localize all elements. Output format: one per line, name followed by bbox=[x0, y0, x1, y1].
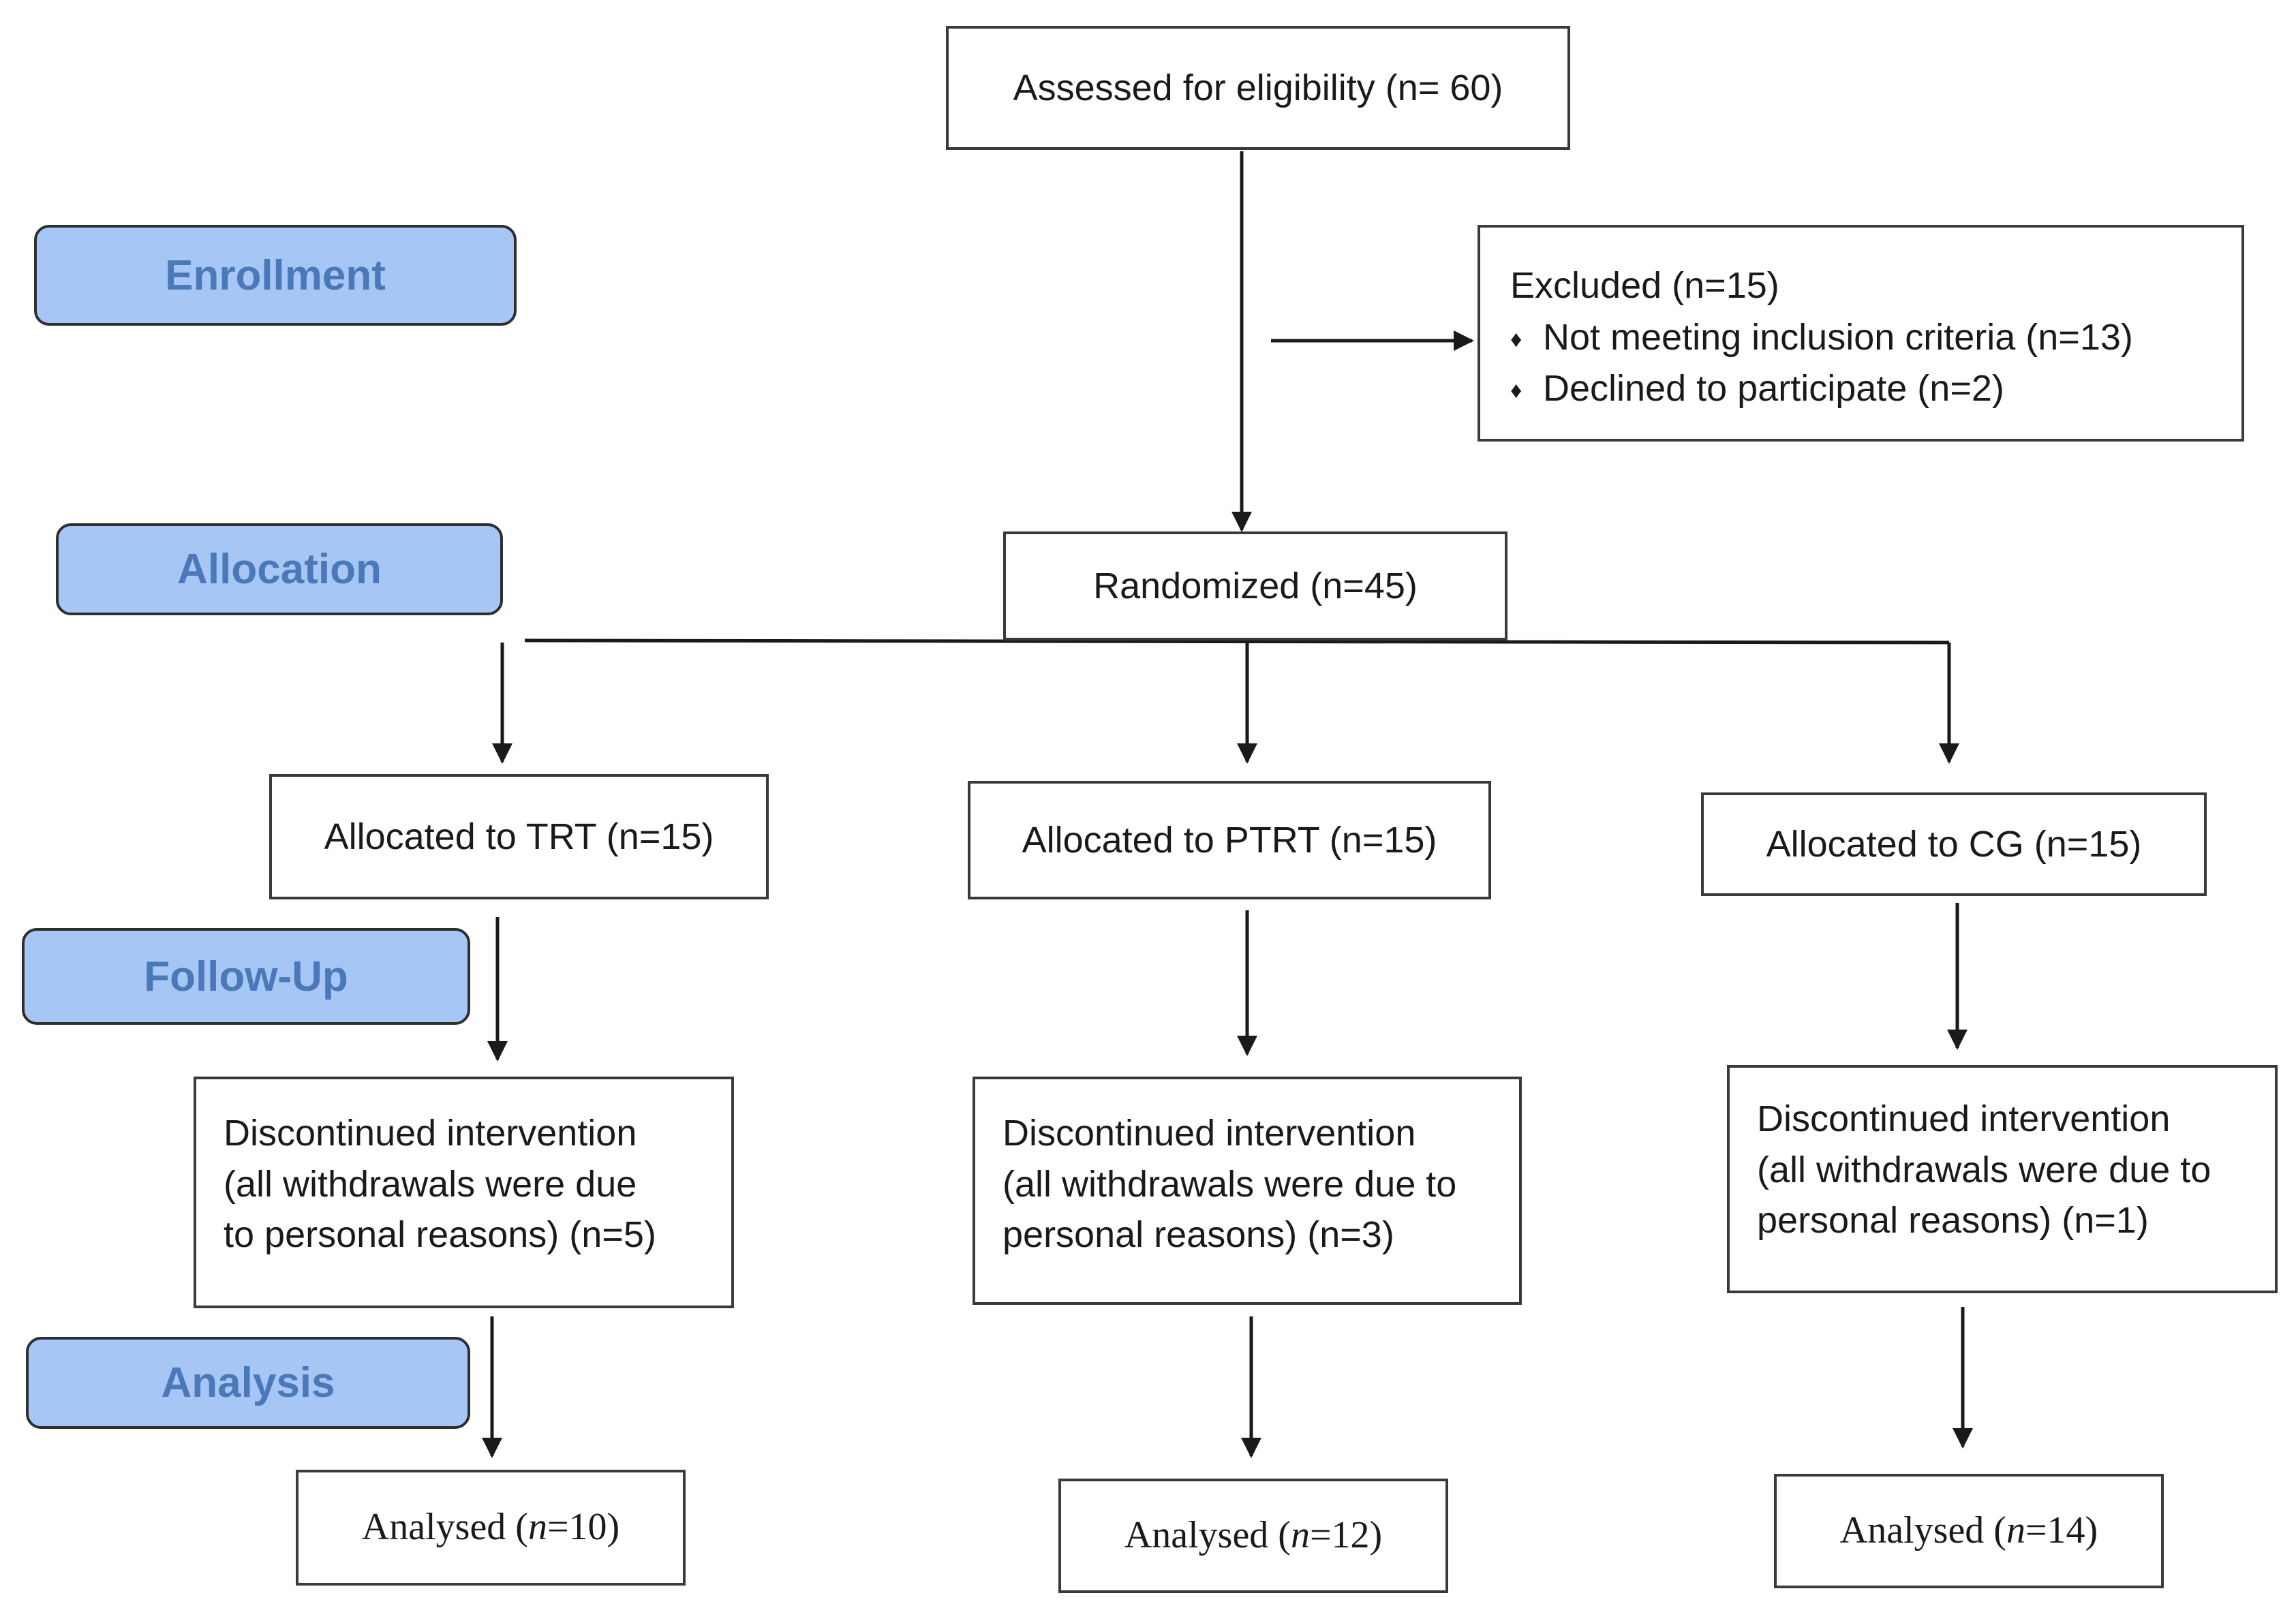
discontinued-cg-line: (all withdrawals were due to bbox=[1757, 1149, 2211, 1190]
stage-follow-up: Follow-Up bbox=[22, 928, 470, 1025]
analysed-ptrt-box: Analysed (n=12) bbox=[1058, 1479, 1448, 1593]
allocated-trt-box: Allocated to TRT (n=15) bbox=[269, 774, 769, 899]
discontinued-cg-line: Discontinued intervention bbox=[1757, 1098, 2171, 1139]
assessed-text: Assessed for eligibility (n= 60) bbox=[1013, 67, 1503, 108]
stage-analysis: Analysis bbox=[26, 1337, 470, 1429]
analysed-cg-text: Analysed (n=14) bbox=[1839, 1509, 2098, 1552]
excluded-item: ♦ Not meeting inclusion criteria (n=13) bbox=[1510, 312, 2241, 364]
excluded-item-text: Declined to participate (n=2) bbox=[1543, 368, 2004, 410]
excluded-item: ♦ Declined to participate (n=2) bbox=[1510, 363, 2241, 415]
allocated-ptrt-box: Allocated to PTRT (n=15) bbox=[968, 781, 1491, 899]
allocated-cg-box: Allocated to CG (n=15) bbox=[1701, 792, 2207, 896]
stage-analysis-label: Analysis bbox=[161, 1359, 335, 1406]
stage-allocation-label: Allocation bbox=[177, 546, 382, 593]
stage-enrollment: Enrollment bbox=[34, 225, 517, 326]
allocated-cg-text: Allocated to CG (n=15) bbox=[1766, 823, 2142, 865]
assessed-box: Assessed for eligibility (n= 60) bbox=[946, 26, 1570, 150]
randomized-box: Randomized (n=45) bbox=[1003, 531, 1507, 640]
discontinued-cg-box: Discontinued intervention (all withdrawa… bbox=[1727, 1065, 2278, 1293]
stage-allocation: Allocation bbox=[56, 523, 503, 615]
analysed-ptrt-text: Analysed (n=12) bbox=[1124, 1514, 1383, 1557]
discontinued-ptrt-box: Discontinued intervention (all withdrawa… bbox=[973, 1077, 1522, 1305]
analysed-trt-box: Analysed (n=10) bbox=[296, 1470, 686, 1586]
discontinued-trt-line: (all withdrawals were due bbox=[224, 1163, 637, 1205]
discontinued-ptrt-line: personal reasons) (n=3) bbox=[1002, 1214, 1394, 1256]
discontinued-trt-line: to personal reasons) (n=5) bbox=[224, 1214, 656, 1256]
diamond-bullet-icon: ♦ bbox=[1510, 377, 1522, 404]
allocated-trt-text: Allocated to TRT (n=15) bbox=[324, 816, 714, 857]
discontinued-trt-line: Discontinued intervention bbox=[224, 1113, 637, 1154]
allocation-split-line bbox=[524, 638, 1950, 645]
discontinued-trt-box: Discontinued intervention (all withdrawa… bbox=[194, 1077, 734, 1308]
discontinued-ptrt-line: Discontinued intervention bbox=[1002, 1113, 1416, 1154]
analysed-cg-box: Analysed (n=14) bbox=[1774, 1474, 2164, 1588]
excluded-box: Excluded (n=15) ♦ Not meeting inclusion c… bbox=[1478, 225, 2244, 442]
analysed-trt-text: Analysed (n=10) bbox=[361, 1506, 620, 1549]
randomized-text: Randomized (n=45) bbox=[1093, 565, 1418, 606]
discontinued-ptrt-line: (all withdrawals were due to bbox=[1002, 1163, 1457, 1205]
allocated-ptrt-text: Allocated to PTRT (n=15) bbox=[1022, 819, 1437, 861]
discontinued-cg-line: personal reasons) (n=1) bbox=[1757, 1200, 2149, 1241]
excluded-title: Excluded (n=15) bbox=[1510, 265, 1779, 306]
diamond-bullet-icon: ♦ bbox=[1510, 326, 1522, 352]
stage-enrollment-label: Enrollment bbox=[165, 251, 386, 299]
excluded-item-text: Not meeting inclusion criteria (n=13) bbox=[1543, 316, 2133, 358]
stage-follow-up-label: Follow-Up bbox=[144, 953, 348, 1000]
